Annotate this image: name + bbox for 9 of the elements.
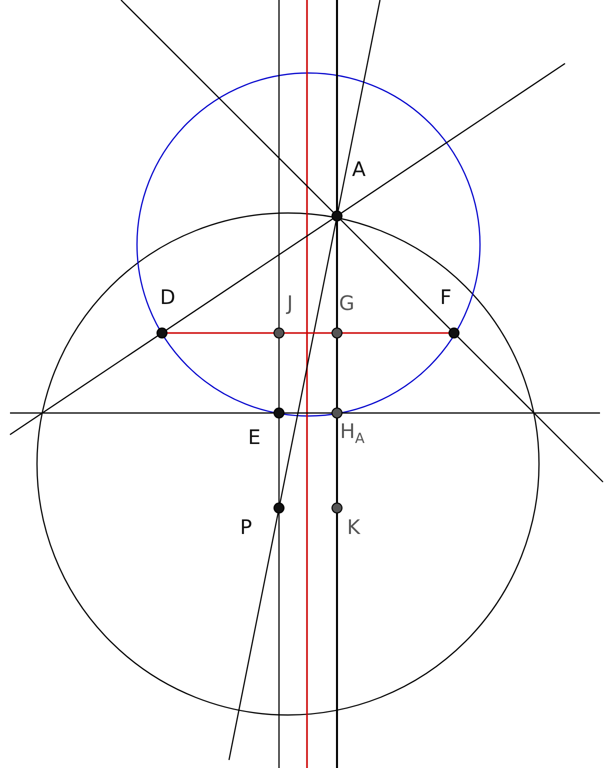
point-label: E	[248, 426, 261, 448]
point-label: G	[339, 292, 354, 314]
point-label: F	[440, 286, 452, 308]
point-label: P	[240, 516, 252, 538]
point-label: J	[287, 292, 293, 314]
point-label: D	[160, 286, 176, 308]
point-label: A	[352, 158, 366, 180]
point-label: H$_{A}$	[340, 420, 365, 449]
point-label: K	[347, 516, 360, 538]
